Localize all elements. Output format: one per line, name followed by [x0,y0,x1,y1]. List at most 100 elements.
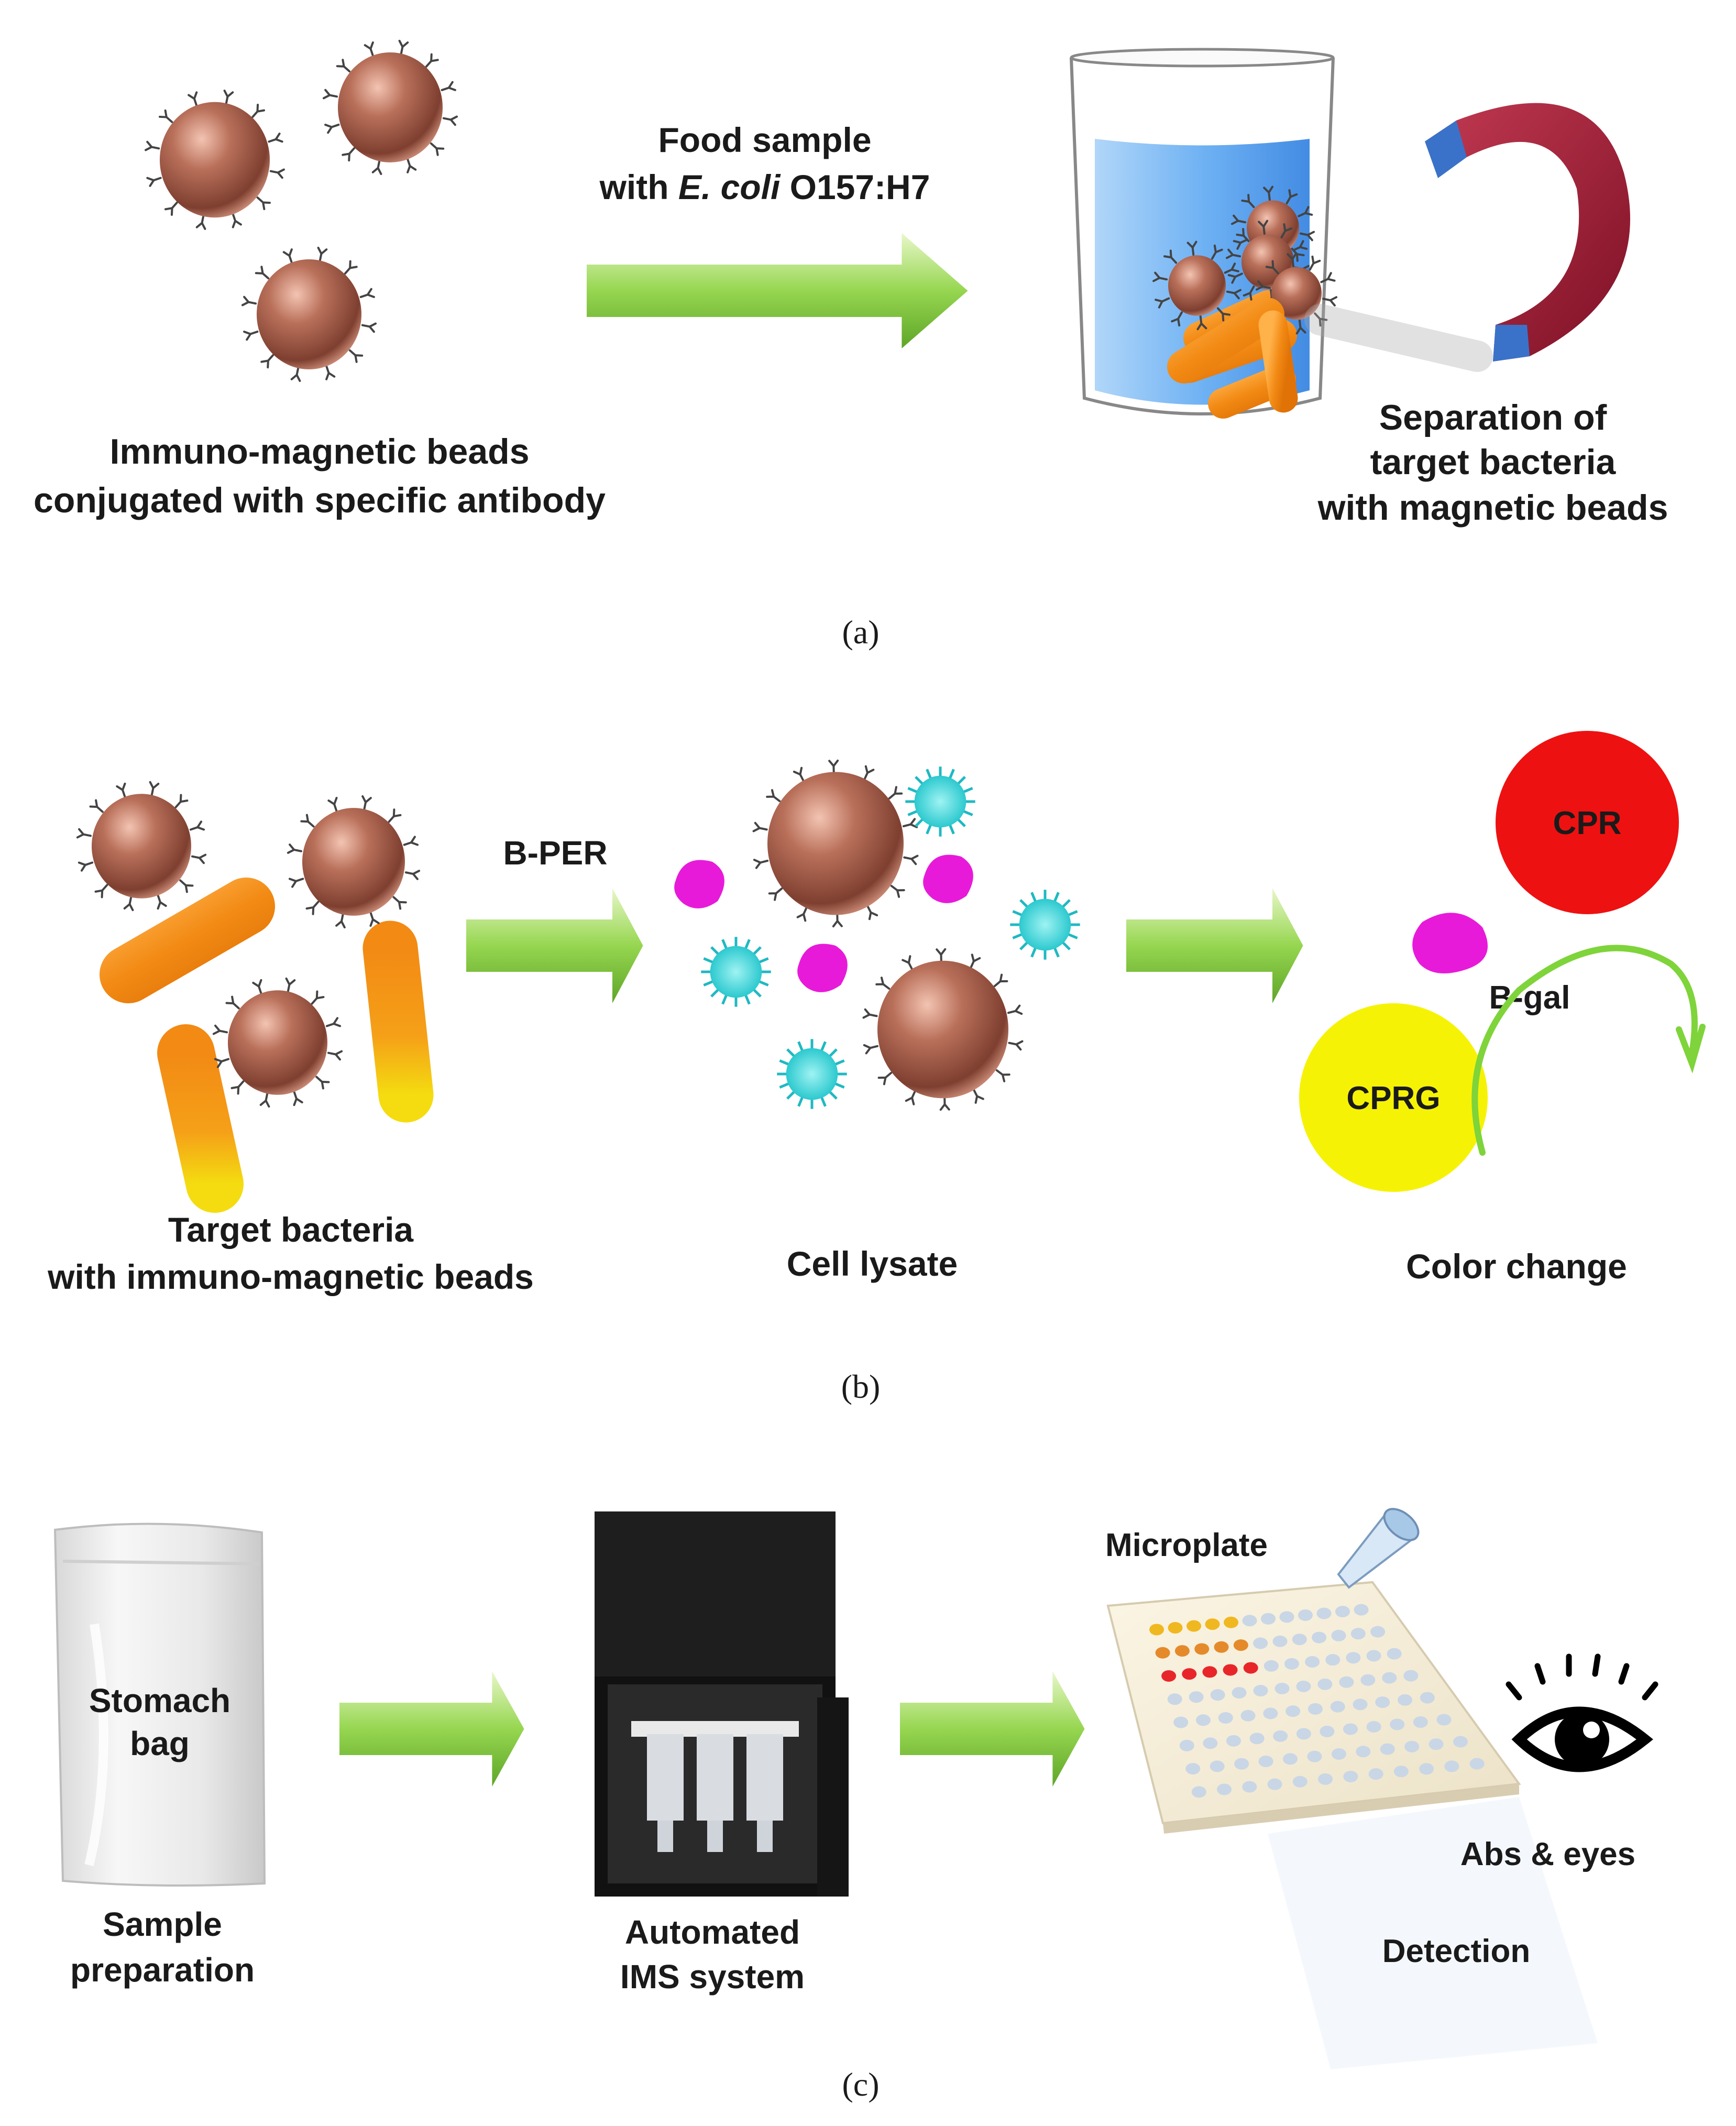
microplate-well [1346,1652,1361,1664]
bacterium [1258,310,1298,413]
microplate-well [1444,1760,1459,1772]
microplate-well [1420,1692,1435,1704]
microplate-well [1343,1723,1358,1735]
microplate-well [1217,1783,1232,1795]
microplate-well [1469,1758,1485,1770]
microplate-well [1343,1770,1358,1782]
microplate-well [1368,1768,1383,1780]
microplate-well [1335,1606,1350,1618]
microplate-well [1354,1604,1369,1616]
magnetic-bead [212,977,343,1108]
bacterium [157,1024,244,1213]
microplate-well [1174,1645,1190,1657]
panel-b: B-PER CPR CPRG B-gal Target bacteria wit… [47,731,1706,1405]
enzyme [923,854,973,903]
separation-caption-line2: target bacteria [1370,442,1617,482]
separation-caption-line3: with magnetic beads [1317,488,1668,528]
beads-caption-line1: Immuno-magnetic beads [109,432,529,472]
microplate [1106,1581,1598,2069]
magnetic-bead [76,781,207,912]
cell-debris [905,766,975,837]
cprg-circle [1299,1003,1488,1192]
microplate-well [1149,1624,1164,1636]
microplate-well [1203,1737,1218,1749]
microplate-well [1360,1674,1376,1686]
microplate-label: Microplate [1105,1527,1268,1563]
cell-debris [1010,890,1080,960]
microplate-well [1331,1748,1346,1760]
microplate-well [1253,1685,1268,1697]
microplate-well [1233,1639,1248,1651]
microplate-well [1274,1682,1290,1694]
microplate-well [1182,1668,1197,1680]
microplate-well [1191,1786,1206,1798]
panel-label-a: (a) [842,613,879,651]
microplate-well [1387,1648,1402,1660]
microplate-well [1234,1758,1249,1770]
microplate-well [1258,1756,1273,1768]
microplate-well [1404,1740,1420,1752]
bag-text-line1: Stomach [89,1682,230,1719]
bag-text-line2: bag [130,1725,190,1762]
arrow-caption-line1: Food sample [658,120,871,159]
panel-label-b: (b) [841,1368,881,1405]
cell-debris [701,937,771,1007]
microplate-well [1390,1718,1405,1730]
microplate-well [1214,1641,1229,1653]
microplate-well [1429,1738,1444,1750]
microplate-well [1353,1698,1368,1711]
beads-caption-line2: conjugated with specific antibody [34,480,606,520]
microplate-well [1224,1616,1239,1628]
ims-instrument [595,1511,849,1897]
ims-caption-line2: IMS system [620,1958,805,1996]
bacterium [1167,298,1284,383]
microplate-well [1189,1691,1204,1703]
microplate-well [1398,1694,1413,1706]
target-caption-line1: Target bacteria [168,1210,414,1249]
magnetic-bead [1255,252,1338,335]
microplate-well [1375,1696,1390,1708]
magnetic-bead [1152,240,1241,331]
microplate-well [1243,1662,1258,1674]
magnet-icon [1304,103,1630,372]
microplate-well [1307,1750,1322,1762]
reaction-arrow [1471,945,1698,1156]
panel-a: Food sample with E. coli O157:H7 Immuno-… [34,39,1668,651]
target-caption-line2: with immuno-magnetic beads [47,1257,534,1296]
process-arrow-c1 [339,1671,524,1787]
microplate-well [1308,1703,1323,1715]
microplate-well [1350,1628,1366,1640]
microplate-well [1232,1687,1247,1699]
enzyme [797,944,848,992]
microplate-well [1366,1650,1381,1662]
microplate-well [1195,1714,1211,1726]
microplate-well [1317,1678,1333,1690]
microplate-well [1272,1635,1288,1647]
microplate-well [1273,1730,1288,1742]
microplate-well [1253,1637,1268,1649]
microplate-well [1186,1620,1202,1632]
microplate-well [1298,1609,1313,1621]
microplate-well [1155,1647,1170,1659]
microplate-well [1366,1720,1381,1733]
microplate-well [1267,1778,1282,1790]
lysate-caption: Cell lysate [787,1244,958,1283]
microplate-well [1318,1773,1333,1785]
abs-label: Abs & eyes [1460,1836,1635,1872]
sample-caption-line2: preparation [70,1951,255,1989]
microplate-well [1283,1753,1298,1765]
magnetic-bead [145,90,285,230]
process-arrow-b2 [1126,888,1303,1003]
microplate-well [1436,1714,1452,1726]
color-change-caption: Color change [1406,1247,1627,1286]
microplate-well [1330,1701,1345,1713]
process-arrow-c2 [900,1671,1085,1787]
pipette-tip-icon [1337,1508,1420,1589]
separation-caption-line1: Separation of [1379,398,1607,437]
microplate-well [1325,1654,1341,1666]
microplate-well [1263,1707,1278,1719]
microplate-well [1403,1670,1419,1682]
microplate-well [1316,1607,1332,1619]
microplate-well [1339,1676,1354,1688]
microplate-well [1292,1634,1307,1646]
